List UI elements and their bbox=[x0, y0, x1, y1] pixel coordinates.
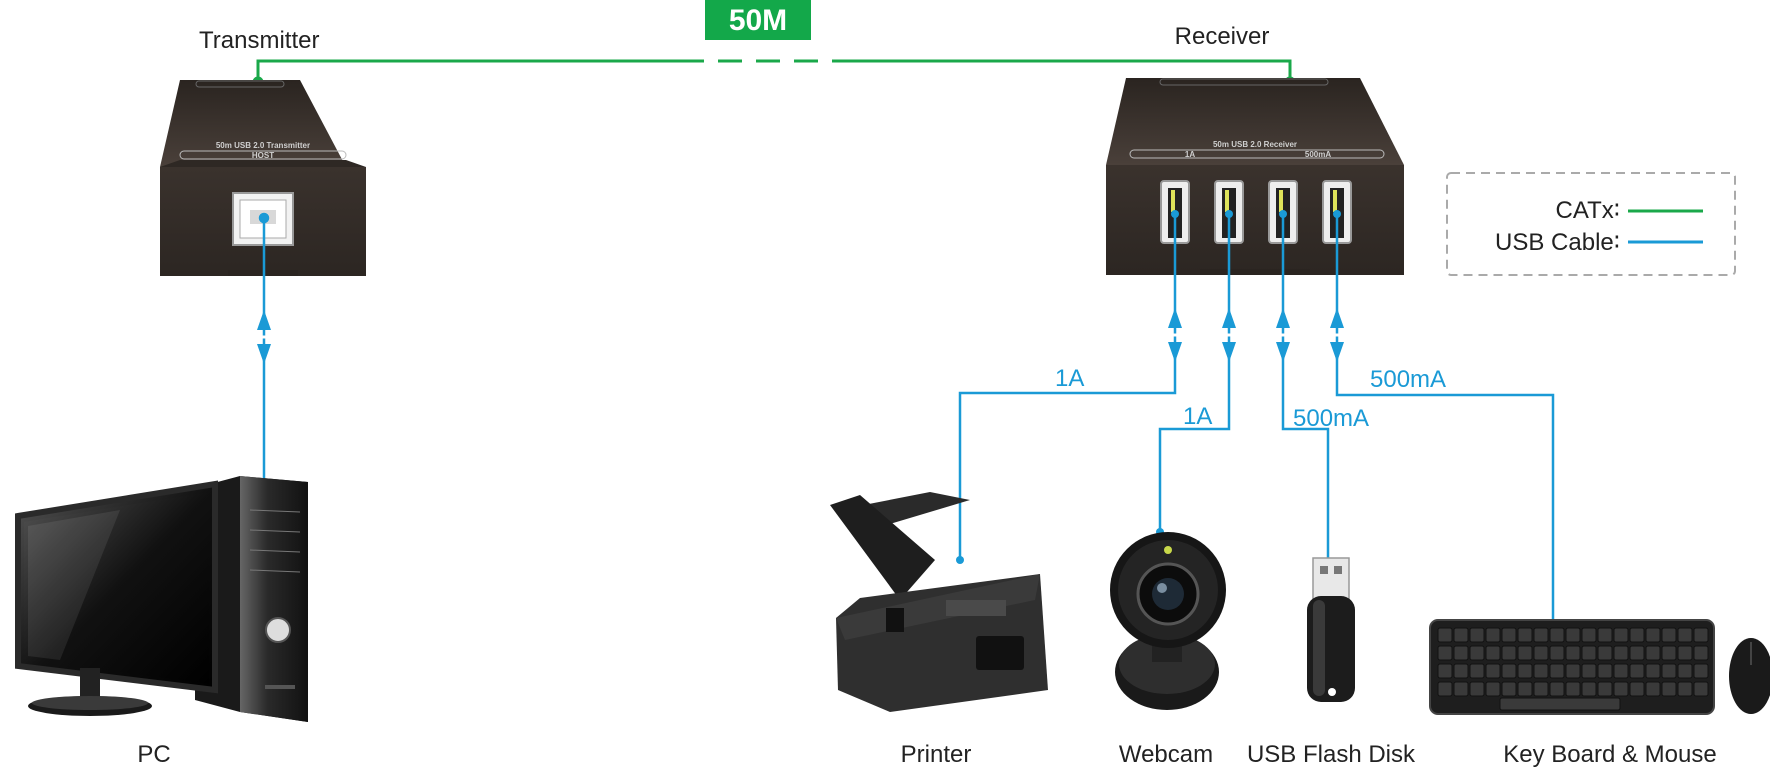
receiver-device-label: 50m USB 2.0 Receiver bbox=[1213, 140, 1297, 149]
receiver-title: Receiver bbox=[1175, 23, 1270, 50]
current-label-webcam: 1A bbox=[1183, 403, 1212, 430]
usb-cable-keyboard bbox=[1335, 214, 1555, 624]
keyboard-mouse-label: Key Board & Mouse bbox=[1503, 741, 1716, 768]
current-label-printer: 1A bbox=[1055, 365, 1084, 392]
flash-disk-image bbox=[1307, 557, 1355, 702]
transmitter-title: Transmitter bbox=[199, 27, 319, 54]
printer-image bbox=[830, 492, 1048, 712]
current-label-keyboard: 500mA bbox=[1370, 366, 1446, 393]
pc-label: PC bbox=[137, 741, 170, 768]
legend-catx-label: CATx∶ bbox=[1556, 197, 1620, 224]
webcam-image bbox=[1110, 532, 1226, 710]
receiver-port-label-left: 1A bbox=[1185, 150, 1195, 159]
legend: CATx∶ USB Cable∶ bbox=[1446, 172, 1736, 276]
usb-bidirectional-arrows bbox=[1167, 308, 1345, 362]
mouse-image bbox=[1729, 638, 1770, 714]
current-label-flash: 500mA bbox=[1293, 405, 1369, 432]
receiver-port-label-right: 500mA bbox=[1305, 150, 1331, 159]
distance-badge-text: 50M bbox=[729, 4, 787, 37]
flash-disk-label: USB Flash Disk bbox=[1247, 741, 1416, 768]
keyboard-image bbox=[1429, 619, 1715, 715]
pc-image bbox=[15, 476, 308, 722]
transmitter-device-label: 50m USB 2.0 Transmitter bbox=[216, 141, 310, 150]
legend-usb-label: USB Cable∶ bbox=[1495, 229, 1620, 256]
transmitter-port-label: HOST bbox=[252, 151, 274, 160]
webcam-label: Webcam bbox=[1119, 741, 1213, 768]
usb-cable-printer bbox=[958, 214, 1177, 560]
distance-badge: 50M bbox=[705, 0, 811, 40]
receiver-device: 50m USB 2.0 Receiver 1A 500mA bbox=[1106, 78, 1404, 275]
printer-label: Printer bbox=[901, 741, 972, 768]
